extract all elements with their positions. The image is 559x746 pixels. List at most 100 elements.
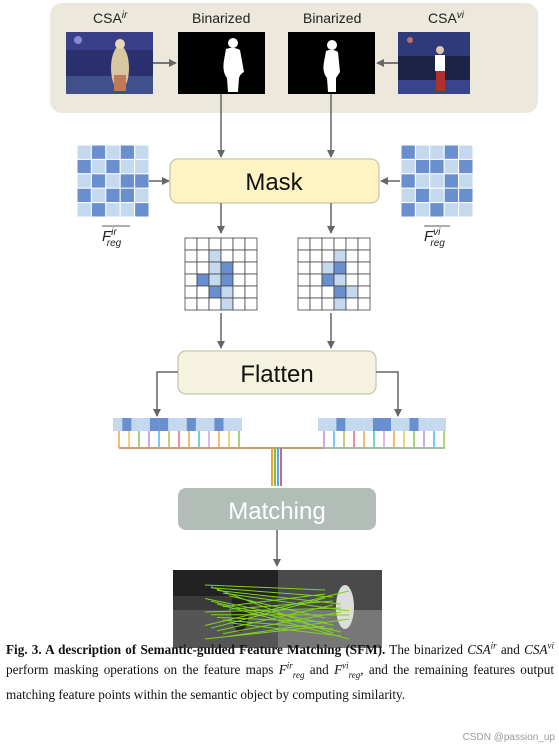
grid-cell xyxy=(429,187,445,204)
match-line xyxy=(228,622,342,637)
masked-grid-cell xyxy=(321,297,335,311)
grid-cell xyxy=(134,187,150,204)
flattened-vector-vi xyxy=(318,418,446,431)
vector-cell xyxy=(345,418,355,431)
grid-cell xyxy=(429,158,445,175)
grid-cell xyxy=(458,202,474,218)
vector-cell xyxy=(168,418,178,431)
masked-grid-cell xyxy=(321,273,335,287)
masked-grid-cell xyxy=(208,261,222,275)
grid-cell xyxy=(90,158,107,175)
grid-cell xyxy=(414,187,431,204)
masked-grid-cell xyxy=(345,249,359,263)
mask-box xyxy=(169,158,380,204)
grid-cell xyxy=(105,158,121,175)
masked-grid-cell xyxy=(333,273,347,287)
grid-cell xyxy=(429,202,445,218)
vector-cell xyxy=(382,418,392,431)
grid-cell xyxy=(443,187,460,204)
masked-grid-cell xyxy=(297,237,311,251)
masked-grid-cell xyxy=(345,297,359,311)
masked-grid-cell xyxy=(184,285,198,299)
grid-cell xyxy=(105,202,121,218)
masked-grid-cell xyxy=(244,273,258,287)
match-line xyxy=(222,593,326,608)
masked-grid-cell xyxy=(297,261,311,275)
grid-cell xyxy=(105,187,121,204)
masked-grid-cell xyxy=(333,297,347,311)
vector-cell xyxy=(336,418,346,431)
masked-grid-ir xyxy=(184,237,258,311)
match-line xyxy=(228,618,350,637)
vector-cell xyxy=(418,418,428,431)
masked-grid-cell xyxy=(345,273,359,287)
grid-cell xyxy=(134,144,150,160)
match-line xyxy=(216,604,334,632)
masked-grid-cell xyxy=(357,261,371,275)
binary-mask-thumbnail-right xyxy=(288,32,375,94)
masked-grid-cell xyxy=(357,273,371,287)
vector-cell xyxy=(427,418,437,431)
masked-grid-cell xyxy=(232,261,246,275)
vector-cell xyxy=(140,418,150,431)
grid-cell xyxy=(119,187,136,204)
matching-connectors xyxy=(118,431,445,486)
masked-grid-cell xyxy=(333,285,347,299)
masked-grid-cell xyxy=(208,285,222,299)
vector-cell xyxy=(186,418,196,431)
vector-cell xyxy=(318,418,328,431)
masked-grid-cell xyxy=(309,297,323,311)
grid-cell xyxy=(400,158,416,175)
masked-grid-cell xyxy=(345,261,359,275)
masked-grid-cell xyxy=(220,237,234,251)
grid-cell xyxy=(105,173,121,189)
masked-grid-cell xyxy=(309,285,323,299)
grid-cell xyxy=(443,158,460,175)
masked-grid-cell xyxy=(333,249,347,263)
vector-cell xyxy=(113,418,123,431)
masked-grid-cell xyxy=(196,249,210,263)
masked-grid-cell xyxy=(357,285,371,299)
match-line xyxy=(222,611,342,635)
match-line xyxy=(210,586,334,634)
masked-grid-cell xyxy=(232,273,246,287)
grid-cell xyxy=(429,144,445,160)
masked-grid-cell xyxy=(244,261,258,275)
grid-cell xyxy=(400,202,416,218)
grid-cell xyxy=(400,187,416,204)
masked-grid-cell xyxy=(208,249,222,263)
masked-grid-cell xyxy=(196,273,210,287)
masked-grid-cell xyxy=(208,237,222,251)
vector-cell xyxy=(214,418,224,431)
masked-grid-cell xyxy=(184,249,198,263)
masked-grid-cell xyxy=(244,285,258,299)
mask-label: Mask xyxy=(245,169,303,196)
masked-grid-cell xyxy=(309,237,323,251)
vector-cell xyxy=(372,418,382,431)
masked-grid-cell xyxy=(184,297,198,311)
match-line xyxy=(204,584,326,591)
vector-cell xyxy=(400,418,410,431)
vector-cell xyxy=(122,418,132,431)
grid-cell xyxy=(414,202,431,218)
grid-cell xyxy=(414,173,431,189)
grid-cell xyxy=(105,144,121,160)
csa-vi-label: CSAvi xyxy=(428,10,465,26)
arrow-flatten-to-vector-vi xyxy=(376,371,402,417)
grid-cell xyxy=(414,158,431,175)
match-line xyxy=(204,625,326,640)
flattened-vector-ir xyxy=(113,418,242,431)
grid-cell xyxy=(458,158,474,175)
vector-cell xyxy=(149,418,160,431)
vector-cell xyxy=(223,418,233,431)
vector-cell xyxy=(159,418,169,431)
masked-grid-cell xyxy=(220,285,234,299)
masked-grid-vi xyxy=(297,237,371,311)
grid-cell xyxy=(76,158,92,175)
grid-cell xyxy=(414,144,431,160)
vector-cell xyxy=(327,418,337,431)
grid-cell xyxy=(443,173,460,189)
grid-cell xyxy=(119,158,136,175)
grid-cell xyxy=(400,173,416,189)
